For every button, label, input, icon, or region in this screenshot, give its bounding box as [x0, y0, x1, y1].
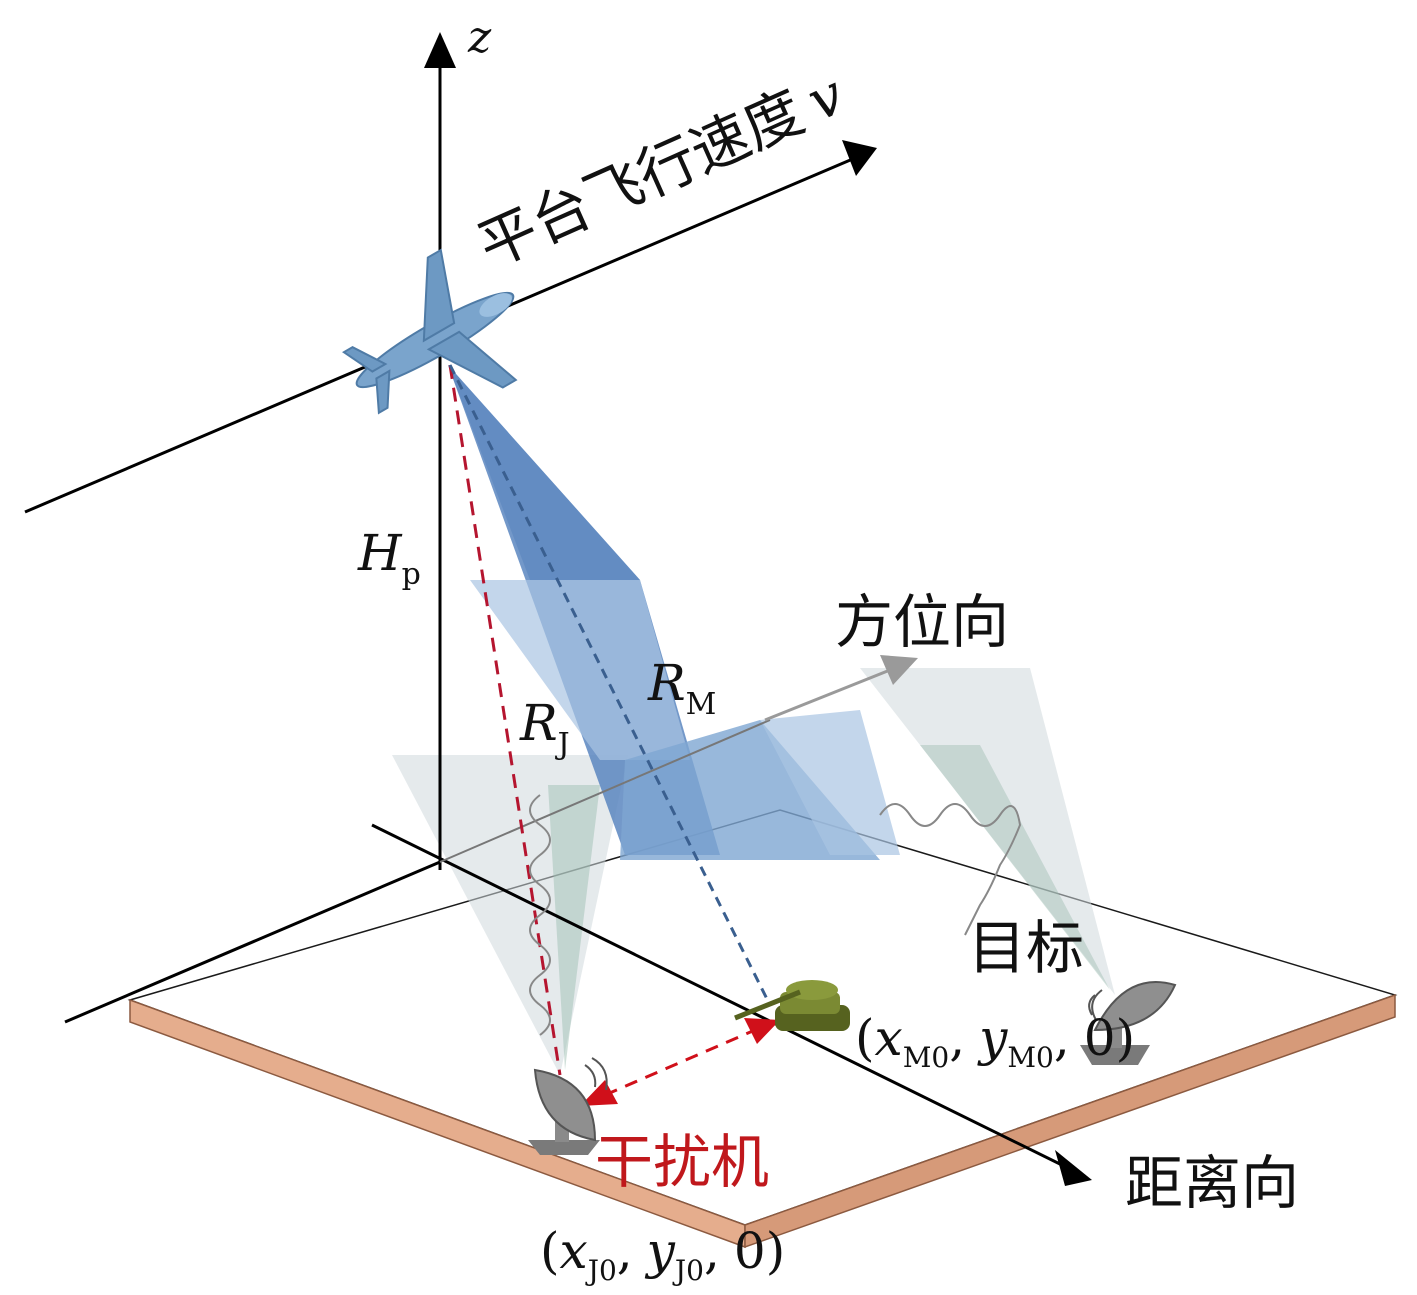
- radar-beam: [448, 365, 900, 860]
- target-coordinate: (xM0,yM0,0): [855, 1009, 1135, 1074]
- radar-dish-icon: [1080, 981, 1177, 1065]
- tank-icon: [734, 980, 850, 1031]
- jammer-target-baseline: [580, 1018, 780, 1106]
- azimuth-label: 方位向: [835, 588, 1009, 656]
- z-axis: [424, 32, 456, 870]
- target-slant-range-line: [448, 364, 772, 1006]
- target-range-label: RM: [647, 654, 716, 722]
- jammer-coverage: [392, 755, 628, 1075]
- velocity-label-group: 平台飞行速度 v: [468, 62, 854, 281]
- z-axis-label: z: [467, 12, 492, 63]
- aircraft-icon: [342, 248, 518, 415]
- azimuth-arrow: [764, 655, 918, 722]
- jammer-label: 干扰机: [595, 1128, 769, 1196]
- ground-y-axis-hidden: [439, 719, 771, 863]
- range-label: 距离向: [1125, 1149, 1299, 1217]
- target-wave: [879, 803, 1022, 936]
- jammer-range-label: RJ: [519, 694, 570, 762]
- jammer-coordinate: (xJ0,yJ0,0): [540, 1222, 785, 1287]
- jammer-wave: [529, 794, 551, 1036]
- target-coverage: [860, 668, 1115, 995]
- height-label: Hp: [357, 524, 421, 592]
- jammer-dish-icon: [528, 1057, 608, 1155]
- ground-y-axis: [64, 860, 441, 1024]
- range-axis: [371, 823, 1092, 1186]
- jammer-slant-range-line: [448, 364, 562, 1076]
- target-label: 目标: [968, 914, 1084, 982]
